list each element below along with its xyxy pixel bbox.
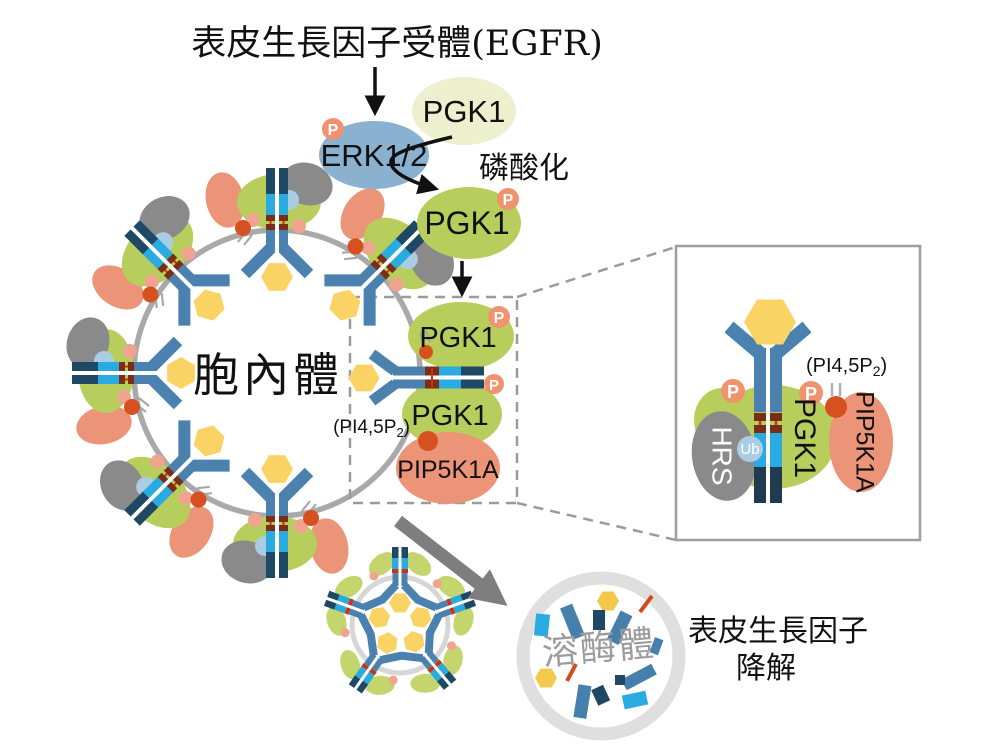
receptor-arm [368, 379, 399, 406]
phosphorylation-label: 磷酸化 [479, 151, 569, 186]
egfr-complex-left [60, 312, 195, 450]
phosphate-badge [799, 381, 823, 405]
hrs-blob [691, 411, 757, 501]
pi45p2-label-main: (PI4,5P [333, 417, 396, 438]
ubiquitin-icon [770, 425, 782, 433]
pi45p2-dot-upper [419, 345, 433, 359]
ub-badge [737, 436, 763, 462]
pi45p2-label: (PI4,5P2) [333, 417, 410, 440]
fragment [573, 684, 592, 719]
lysosome-label: 溶酶體 [540, 623, 657, 674]
pi45p2-label-close: ) [881, 355, 888, 377]
phosphate-badge [488, 306, 510, 328]
fragment [638, 594, 654, 614]
egf-ligand-icon [348, 364, 380, 392]
erk-blob [319, 121, 429, 189]
endosome-label: 胞內體 [193, 348, 343, 402]
zoom-connector-top [516, 245, 677, 299]
pgk1-upper-blob [408, 302, 514, 370]
phosphate-badge-label: P [727, 382, 739, 402]
phosphate-badge-label: P [328, 122, 339, 139]
highlighted-complex: P P PGK1 PGK1 PIP5K1A (PI4,5P2) [333, 302, 514, 504]
pip5k1a-label: PIP5K1A [397, 456, 499, 484]
ub-label: Ub [740, 441, 759, 458]
pgk1-upper-label: PGK1 [419, 322, 496, 354]
pi45p2-stalk-icon [418, 330, 432, 345]
hrs-label: HRS [707, 426, 738, 485]
ubiquitin-icon [770, 413, 782, 421]
inset-panel: P P Ub PGK1 PIP5K1A HRS (PI4,5P2) [674, 244, 922, 542]
degradation-caption: 表皮生長因子 降解 [688, 614, 868, 686]
pi45p2-dot [825, 396, 847, 418]
pip5k1a-blob [829, 392, 893, 492]
fragment [533, 613, 551, 637]
phosphate-badge-label: P [489, 377, 499, 394]
signalling-cascade: PGK1 ERK1/2 P 磷酸化 PGK1 P [319, 67, 569, 298]
phosphate-badge-label: P [494, 310, 505, 327]
pi45p2-label-main: (PI4,5P [806, 355, 873, 377]
erk-label: ERK1/2 [321, 138, 428, 173]
fragment [649, 637, 664, 656]
pi45p2-dot-lower [418, 431, 438, 451]
receptor-trunk [393, 379, 425, 389]
egfr-complex-top [201, 156, 339, 291]
pi45p2-label: (PI4,5P2) [806, 355, 887, 379]
pgk1-inactive-label: PGK1 [423, 94, 506, 129]
phosphorylation-arrow [389, 135, 453, 195]
fragment [621, 663, 657, 691]
ubiquitin-icon [754, 413, 766, 421]
zoom-connector-bottom [516, 501, 677, 542]
pgk1-label: PGK1 [788, 398, 821, 478]
pgk1-lower-label: PGK1 [411, 400, 488, 432]
figure-title: 表皮生長因子受體(EGFR) [191, 24, 602, 64]
phosphate-badge [484, 374, 504, 394]
pip5k1a-label: PIP5K1A [850, 391, 878, 493]
receptor-trunk [393, 366, 425, 376]
pi45p2-label-sub: 2 [396, 425, 403, 440]
phosphate-badge-label: P [503, 192, 514, 209]
transport-arrow [394, 515, 508, 606]
receptor-tail [461, 366, 484, 376]
receptor-trunk [754, 348, 766, 412]
receptor-gap [390, 375, 484, 380]
degradation-line1: 表皮生長因子 [688, 614, 868, 649]
zoom-region-outline [348, 245, 677, 542]
receptor-cyan-segment [770, 433, 782, 467]
fragment [606, 610, 633, 646]
degradation-line2: 降解 [736, 651, 796, 686]
fragment [560, 603, 585, 641]
receptor-cyan-segment [439, 379, 461, 389]
receptor-tail [754, 467, 766, 503]
small-endosome [315, 547, 486, 709]
degraded-fragments [533, 591, 664, 719]
egfr-complex-bottom [216, 455, 354, 590]
pgk1-inactive-blob [412, 77, 516, 145]
pi45p2-label-close: ) [404, 417, 410, 438]
lysosome: 溶酶體 [516, 571, 686, 741]
receptor-cyan-segment [439, 366, 461, 376]
fragment [593, 610, 605, 630]
phosphate-badge-label: P [805, 384, 817, 404]
fragment [591, 684, 611, 706]
pi45p2-label-sub: 2 [873, 363, 881, 379]
fragment [621, 690, 649, 710]
phosphate-badge [322, 118, 344, 140]
phosphate-badge [721, 379, 745, 403]
phosphate-badge [497, 188, 519, 210]
pi45p2-stalk-icon [830, 383, 842, 396]
receptor-tail [461, 379, 484, 389]
receptor-arm [368, 349, 399, 376]
receptor-gap [766, 348, 770, 503]
receptor-tail [770, 467, 782, 503]
pip5k1a-blob [396, 432, 500, 504]
pgk1-lower-blob [402, 380, 502, 448]
pgk1-active-blob [417, 187, 521, 259]
fragment [565, 663, 578, 682]
fragment [615, 675, 625, 685]
ubiquitin-icon [754, 425, 766, 433]
pgk1-active-label: PGK1 [424, 205, 509, 241]
receptor-trunk [770, 348, 782, 412]
